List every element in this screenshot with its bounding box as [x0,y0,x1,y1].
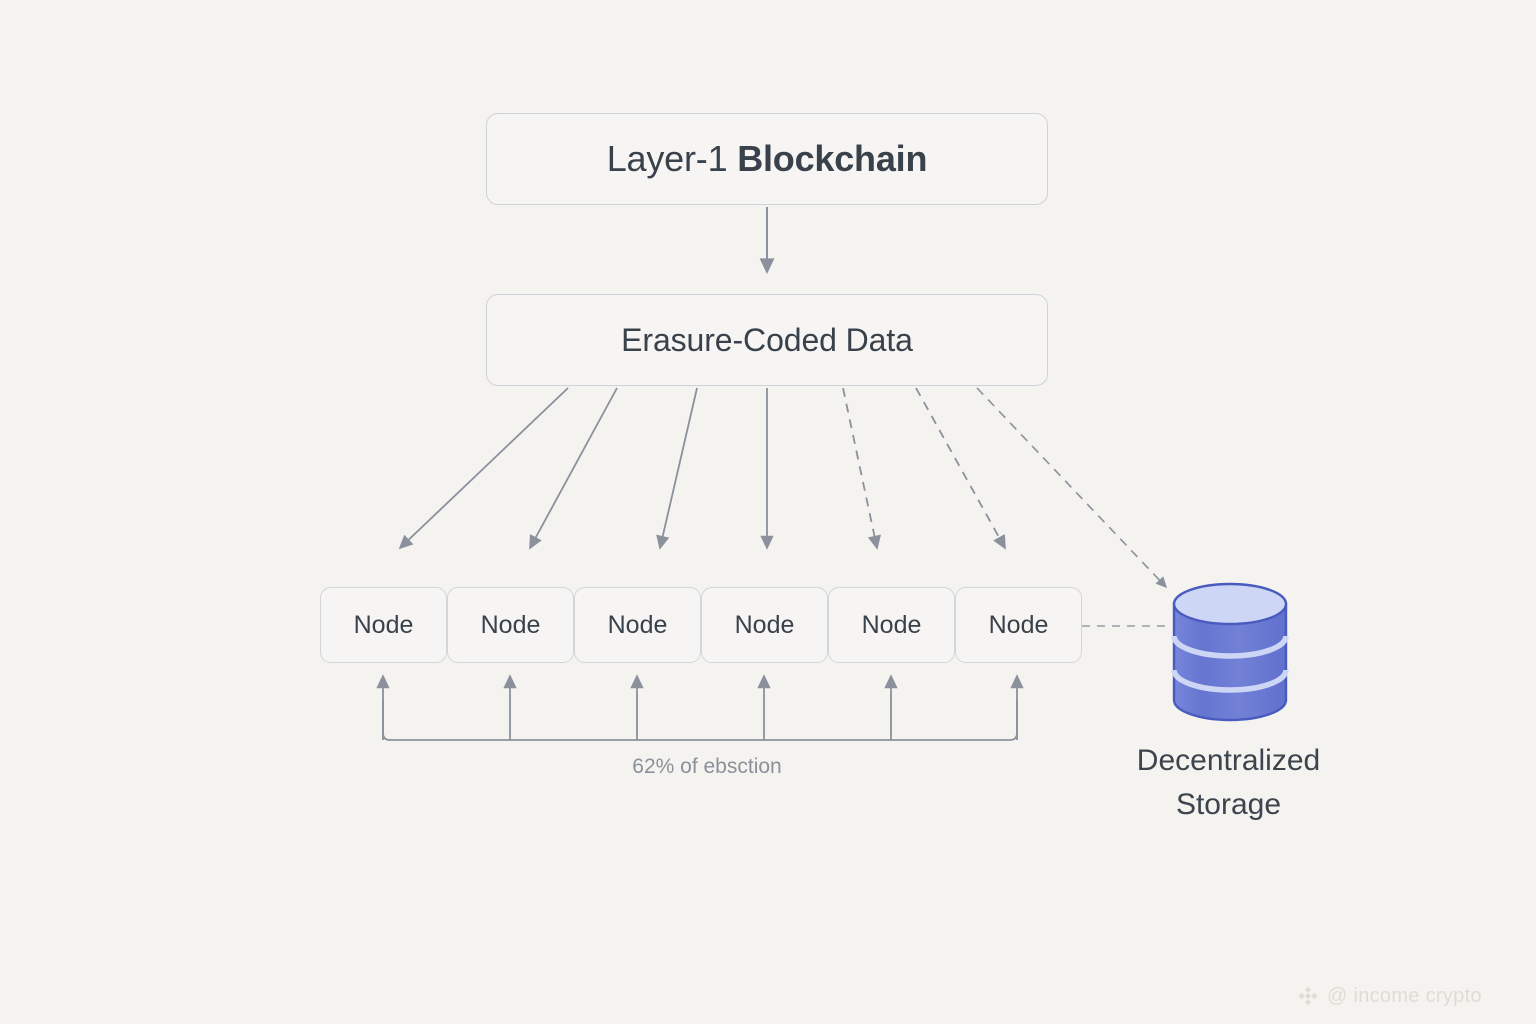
node-box-3[interactable]: Node [574,587,701,663]
erasure-coded-data-box[interactable]: Erasure-Coded Data [486,294,1048,386]
node-box-5[interactable]: Node [828,587,955,663]
erasure-coded-data-label: Erasure-Coded Data [621,321,913,358]
edge-mid-to-node-6 [915,387,1006,550]
watermark: @ income crypto [1296,984,1482,1008]
edge-mid-to-node-5 [842,387,881,550]
storage-label-line2: Storage [1175,788,1282,821]
edge-mid-to-node-1 [398,387,569,550]
node-label: Node [353,610,414,639]
feedback-caption: 62% of ebsction [632,755,782,778]
node-label: Node [734,610,795,639]
feedback-bus [376,674,1024,741]
layer1-label-bold: Blockchain [737,138,928,179]
database-cylinder-icon [1171,582,1289,722]
diamond-logo-icon [1298,986,1318,1006]
node-box-2[interactable]: Node [447,587,574,663]
storage-label-line1: Decentralized [1136,744,1321,777]
layer1-blockchain-label: Layer-1 Blockchain [607,138,928,180]
node-label: Node [480,610,541,639]
edge-mid-to-node-2 [529,387,618,550]
layer1-blockchain-box[interactable]: Layer-1 Blockchain [486,113,1048,205]
edge-mid-to-storage [976,387,1167,589]
node-box-1[interactable]: Node [320,587,447,663]
node-label: Node [607,610,668,639]
node-box-6[interactable]: Node [955,587,1082,663]
watermark-handle: @ income crypto [1327,984,1482,1007]
node-label: Node [861,610,922,639]
node-label: Node [988,610,1049,639]
layer1-label-light: Layer-1 [606,138,738,179]
edge-mid-to-node-3 [656,387,698,550]
decentralized-storage-label: Decentralized Storage [1086,739,1371,827]
node-box-4[interactable]: Node [701,587,828,663]
